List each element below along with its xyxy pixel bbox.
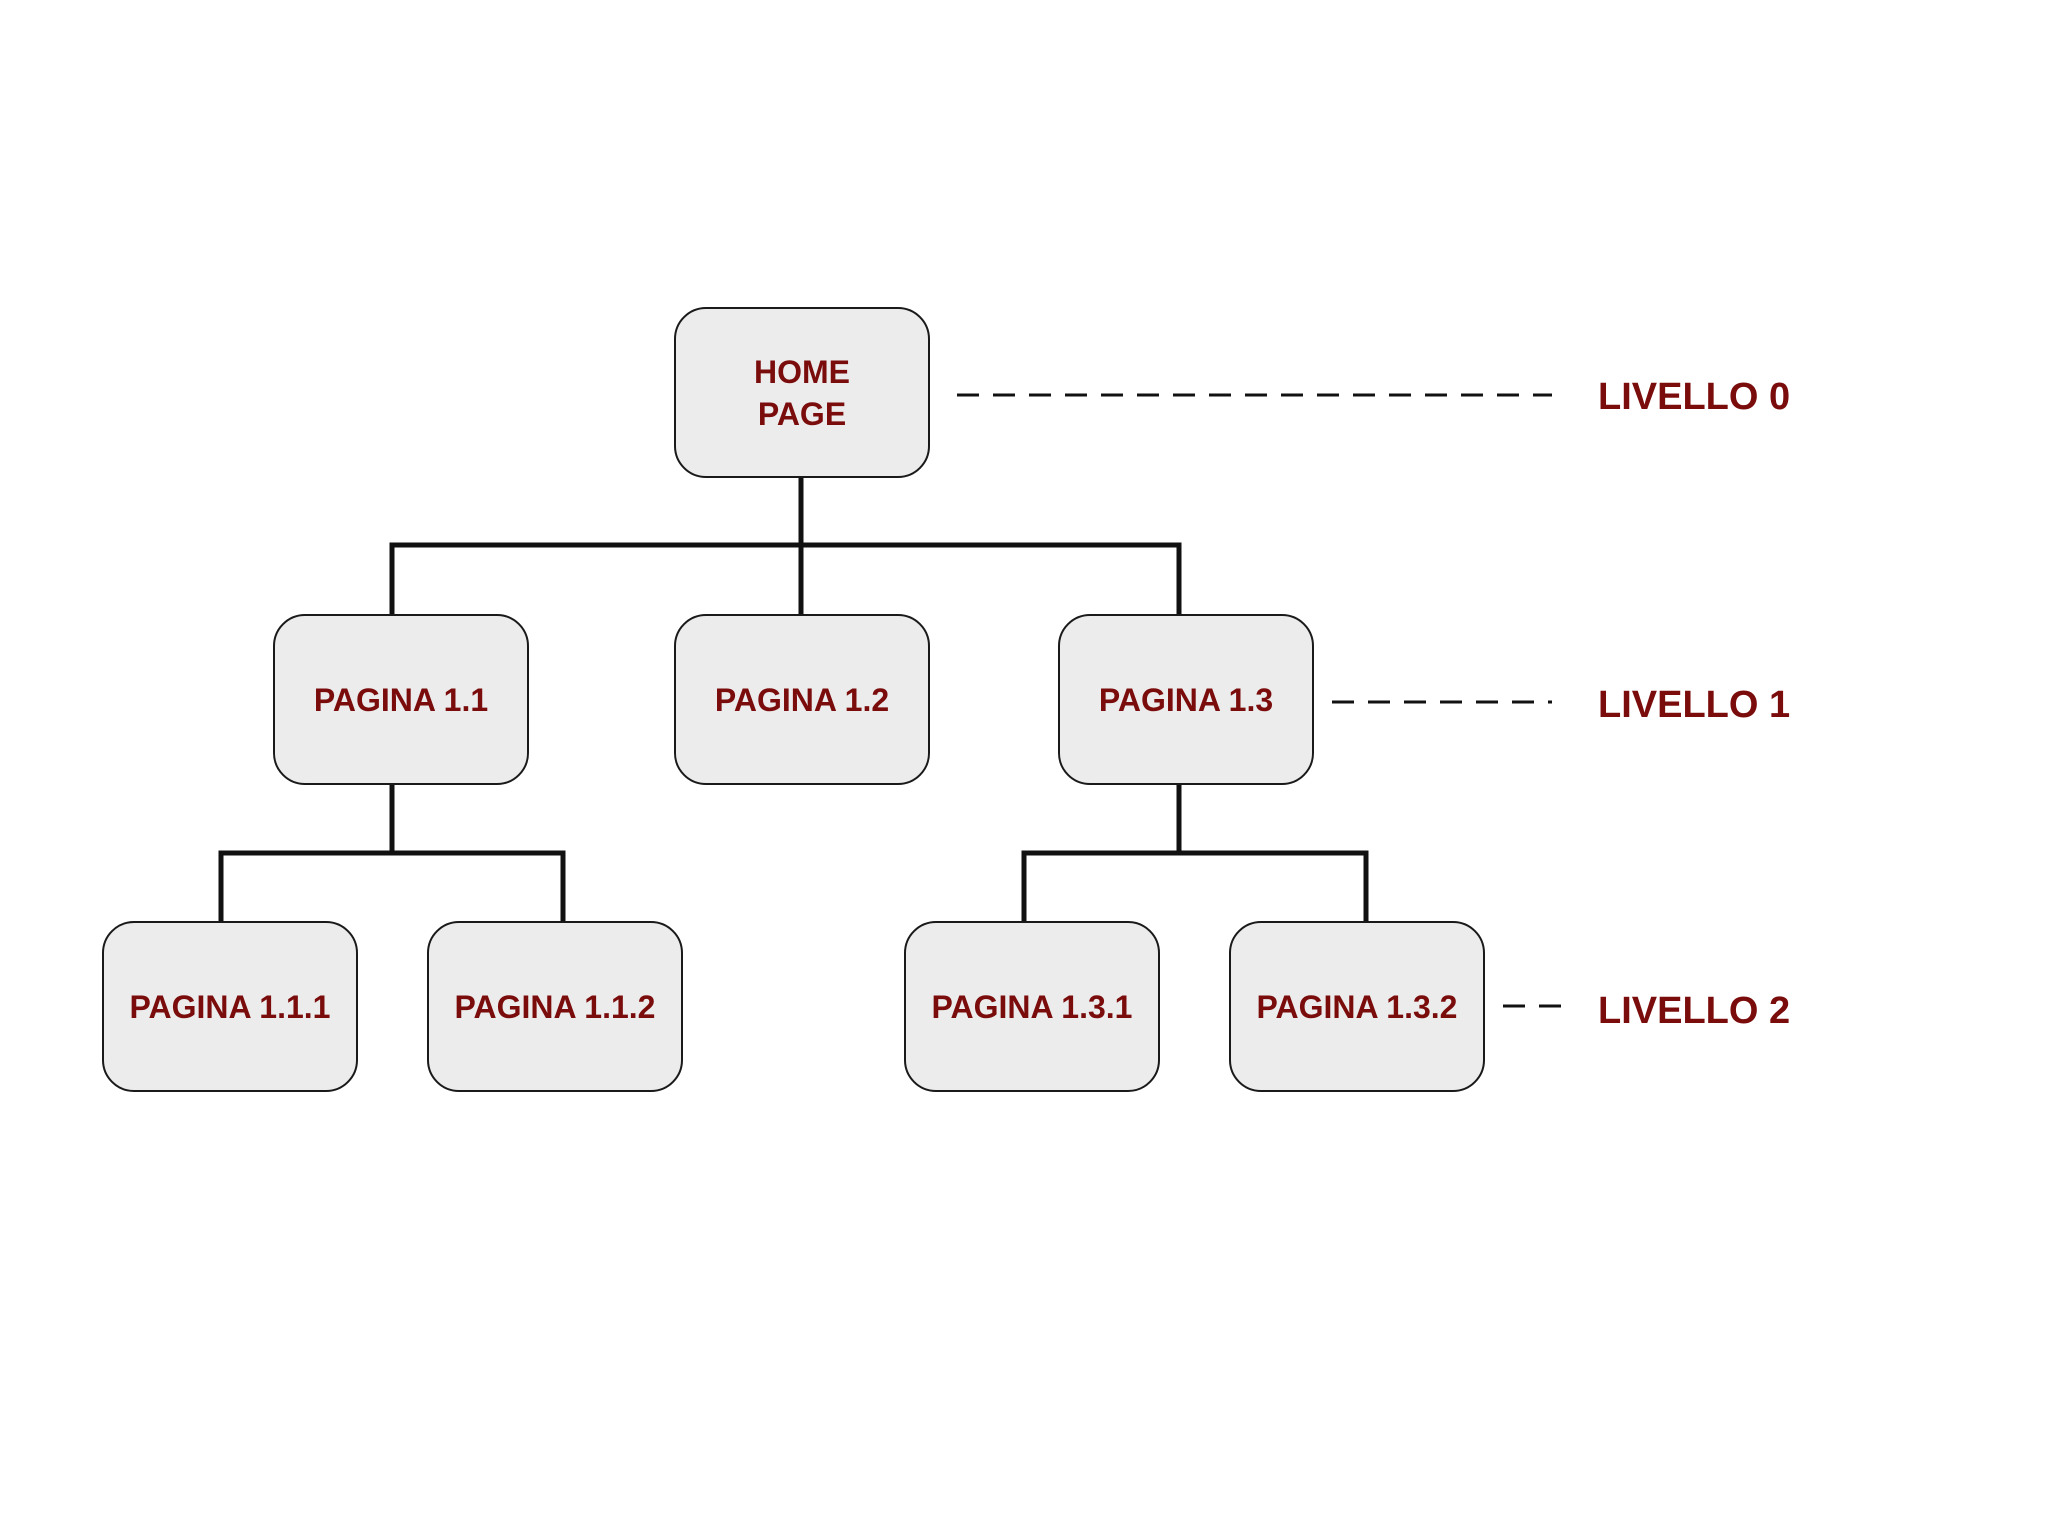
node-pagina-1-3: PAGINA 1.3 — [1058, 614, 1314, 785]
node-pagina-1-2: PAGINA 1.2 — [674, 614, 930, 785]
node-pagina-1-3-2: PAGINA 1.3.2 — [1229, 921, 1485, 1092]
node-home-page: HOME PAGE — [674, 307, 930, 478]
node-pagina-1-3-1-label: PAGINA 1.3.1 — [931, 988, 1133, 1025]
node-pagina-1-1-label: PAGINA 1.1 — [313, 681, 489, 718]
node-pagina-1-3-1: PAGINA 1.3.1 — [904, 921, 1160, 1092]
node-pagina-1-1-1: PAGINA 1.1.1 — [102, 921, 358, 1092]
node-pagina-1-2-label: PAGINA 1.2 — [714, 681, 890, 718]
node-pagina-1-1: PAGINA 1.1 — [273, 614, 529, 785]
node-home-page-label-line-1: HOME — [754, 353, 850, 390]
level-0-label: LIVELLO 0 — [1598, 376, 1791, 418]
level-1-label: LIVELLO 1 — [1598, 684, 1791, 726]
level-2-label: LIVELLO 2 — [1598, 990, 1791, 1032]
node-pagina-1-1-2: PAGINA 1.1.2 — [427, 921, 683, 1092]
node-pagina-1-3-2-label: PAGINA 1.3.2 — [1256, 988, 1458, 1025]
node-pagina-1-3-label: PAGINA 1.3 — [1098, 681, 1274, 718]
node-pagina-1-1-1-label: PAGINA 1.1.1 — [129, 988, 331, 1025]
node-pagina-1-1-2-label: PAGINA 1.1.2 — [454, 988, 656, 1025]
node-home-page-label-line-2: PAGE — [757, 395, 847, 432]
